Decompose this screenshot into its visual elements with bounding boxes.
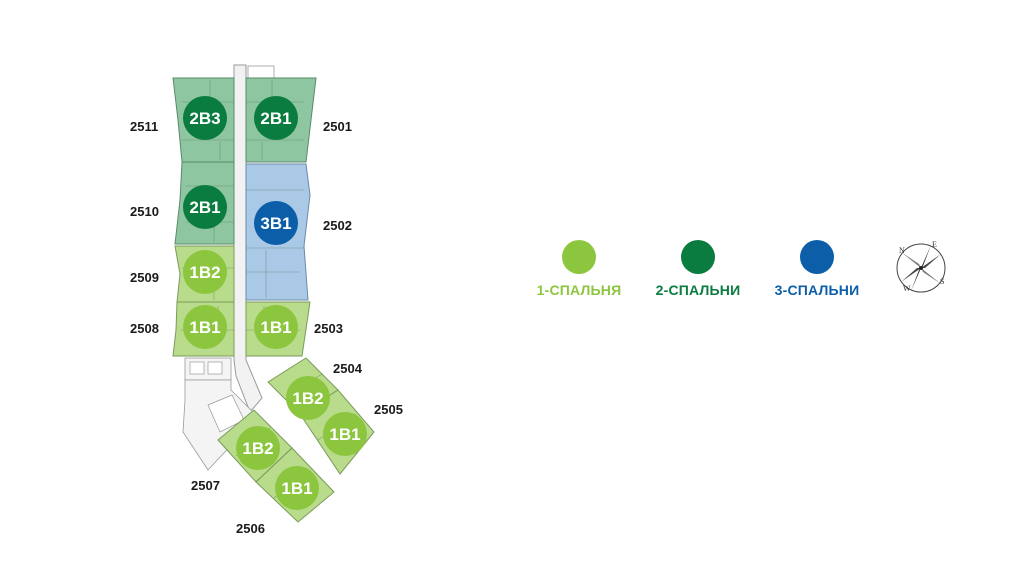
badge-label-2508: 1B1 [189, 318, 220, 337]
badge-label-2505: 1B1 [329, 425, 360, 444]
legend-dot-one-bedroom [562, 240, 596, 274]
unit-number-2507: 2507 [191, 478, 220, 493]
badge-2504 [286, 376, 330, 420]
compass-s: S [940, 277, 944, 286]
legend-dot-three-bedroom [800, 240, 834, 274]
badge-label-2503: 1B1 [260, 318, 291, 337]
unit-number-2502: 2502 [323, 218, 352, 233]
unit-number-2503: 2503 [314, 321, 343, 336]
badge-label-2506: 1B1 [281, 479, 312, 498]
legend-label-two-bedroom: 2-СПАЛЬНИ [655, 282, 741, 298]
badge-label-2502: 3B1 [260, 214, 291, 233]
badge-2508 [183, 305, 227, 349]
badge-2503 [254, 305, 298, 349]
badge-label-2509: 1B2 [189, 263, 220, 282]
compass-icon: N E S W [896, 241, 946, 293]
compass-w: W [903, 284, 911, 293]
badge-2507 [236, 426, 280, 470]
badge-label-2510: 2B1 [189, 198, 220, 217]
unit-number-2505: 2505 [374, 402, 403, 417]
legend-three-bedroom: 3-СПАЛЬНИ [757, 240, 877, 298]
unit-number-2504: 2504 [333, 361, 363, 376]
compass-n: N [899, 246, 905, 255]
unit-badges: 2B3 2B1 2B1 3B1 1B2 1B1 1B1 1B2 1B1 1B2 … [183, 96, 367, 510]
unit-number-2501: 2501 [323, 119, 352, 134]
badge-2510 [183, 185, 227, 229]
unit-number-2508: 2508 [130, 321, 159, 336]
unit-number-2509: 2509 [130, 270, 159, 285]
badge-2502 [254, 201, 298, 245]
badge-2506 [275, 466, 319, 510]
unit-number-2511: 2511 [130, 119, 158, 134]
legend-two-bedroom: 2-СПАЛЬНИ [638, 240, 758, 298]
compass-e: E [932, 241, 937, 249]
badge-label-2511: 2B3 [189, 109, 220, 128]
badge-2511 [183, 96, 227, 140]
badge-2501 [254, 96, 298, 140]
badge-2505 [323, 412, 367, 456]
legend-dot-two-bedroom [681, 240, 715, 274]
badge-label-2504: 1B2 [292, 389, 323, 408]
badge-label-2501: 2B1 [260, 109, 291, 128]
unit-numbers: 2511 2501 2510 2502 2509 2508 2503 2504 … [130, 119, 403, 536]
unit-number-2510: 2510 [130, 204, 159, 219]
badge-label-2507: 1B2 [242, 439, 273, 458]
unit-number-2506: 2506 [236, 521, 265, 536]
legend-one-bedroom: 1-СПАЛЬНЯ [519, 240, 639, 298]
legend-label-three-bedroom: 3-СПАЛЬНИ [774, 282, 860, 298]
badge-2509 [183, 250, 227, 294]
corridor-core [182, 64, 275, 471]
legend-label-one-bedroom: 1-СПАЛЬНЯ [536, 282, 622, 298]
